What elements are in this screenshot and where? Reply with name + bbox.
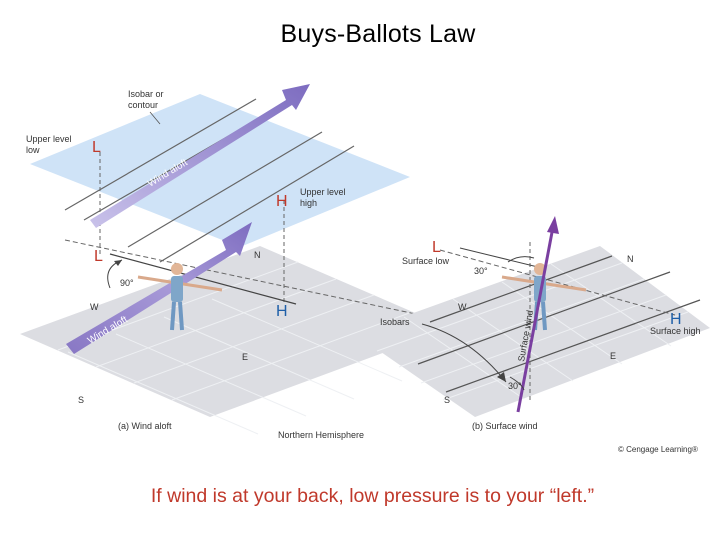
upper-isobars <box>64 98 355 263</box>
panel-a: Wind aloft Wind aloft Isobar or contour … <box>20 84 450 435</box>
buys-ballot-diagram: Wind aloft Wind aloft Isobar or contour … <box>20 84 710 454</box>
surface-wind-arrow <box>516 226 555 413</box>
surface-low-label: Surface low <box>402 256 450 266</box>
surface-high-letter-a: H <box>276 303 288 320</box>
surface-low-letter-b: L <box>432 239 441 256</box>
east-label-a: E <box>242 352 248 362</box>
surface-high-label: Surface high <box>650 326 701 336</box>
north-label-b: N <box>627 254 634 264</box>
caption: If wind is at your back, low pressure is… <box>150 485 595 507</box>
isobars-label: Isobars <box>380 317 410 327</box>
panel-a-sublabel: (a) Wind aloft <box>118 421 172 431</box>
upper-plane <box>30 94 410 247</box>
north-label-a: N <box>254 250 261 260</box>
west-label-a: W <box>90 302 99 312</box>
isobar-label-2: contour <box>128 100 158 110</box>
angle-label-bottom: 30° <box>508 381 522 391</box>
panel-b-sublabel: (b) Surface wind <box>472 421 538 431</box>
west-label-b: W <box>458 302 467 312</box>
surface-plane-a <box>20 246 450 417</box>
wind-aloft-arrow-upper <box>90 84 310 228</box>
upper-low-letter: L <box>92 139 101 156</box>
east-label-b: E <box>610 351 616 361</box>
south-label-b: S <box>444 395 450 405</box>
surface-high-letter-b: H <box>670 311 682 328</box>
upper-high-letter: H <box>276 193 288 210</box>
wind-aloft-arrow-surface <box>66 222 252 354</box>
panel-b: Surface wind L Surface low 30° N W Isoba… <box>355 216 710 431</box>
isobar-label-1: Isobar or <box>128 89 164 99</box>
angle-label-90: 90° <box>120 278 134 288</box>
angle-arc-bottom <box>509 376 525 391</box>
angle-arc-top <box>507 256 535 263</box>
person-a <box>137 263 223 331</box>
south-label-a: S <box>78 395 84 405</box>
surface-low-letter-a: L <box>94 248 103 265</box>
hemisphere-label: Northern Hemisphere <box>278 430 364 440</box>
upper-low-label-2: low <box>26 145 40 155</box>
upper-low-label-1: Upper level <box>26 134 72 144</box>
credit-label: © Cengage Learning® <box>618 445 698 454</box>
angle-label-top: 30° <box>474 266 488 276</box>
surface-grid-b <box>376 262 689 401</box>
upper-high-label-2: high <box>300 198 317 208</box>
upper-high-label-1: Upper level <box>300 187 346 197</box>
page-title: Buys-Ballots Law <box>280 20 476 48</box>
